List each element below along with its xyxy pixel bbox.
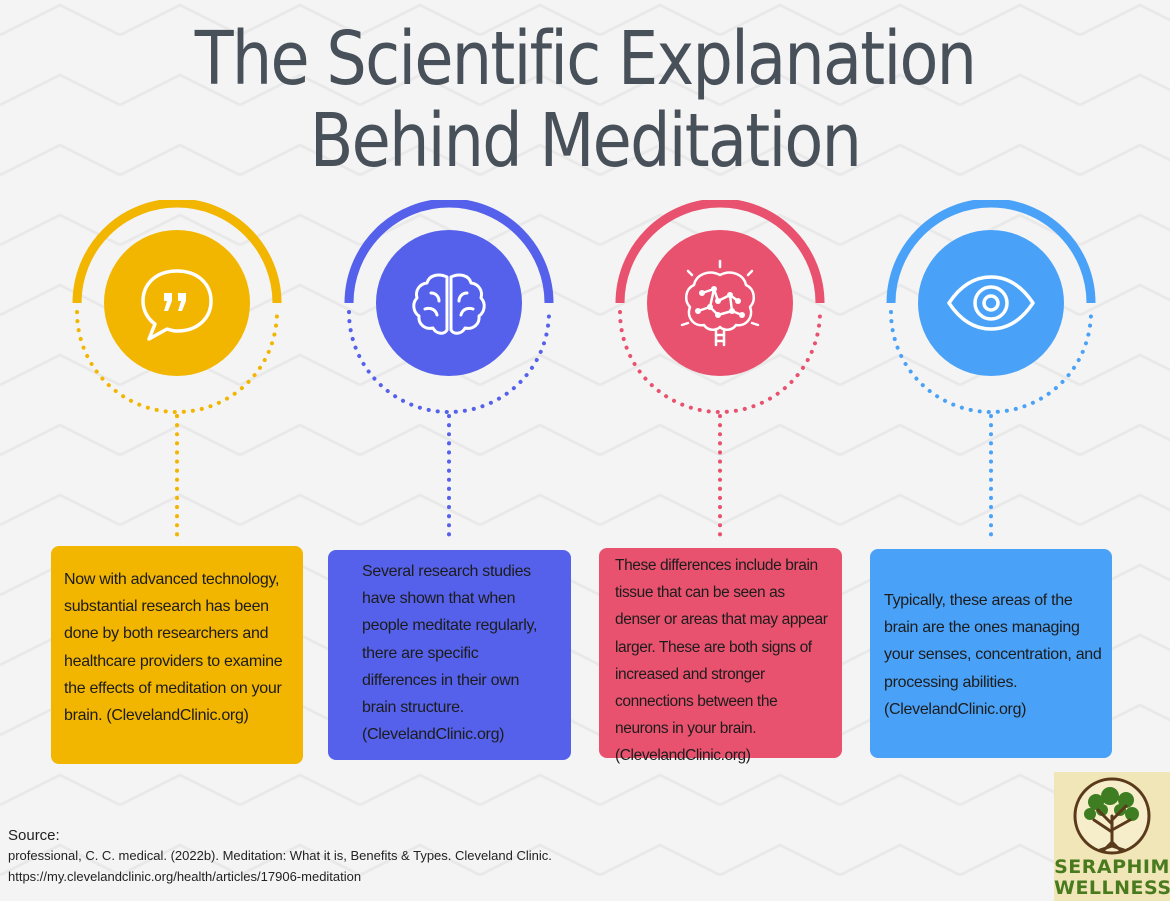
card-2-line: Several research studies (362, 563, 531, 580)
logo-line-1: SERAPHIM (1054, 856, 1170, 878)
card-4-line: Typically, these areas of the (884, 592, 1073, 609)
source-reference: professional, C. C. medical. (2022b). Me… (8, 848, 552, 863)
card-4-line: your senses, concentration, and (884, 646, 1102, 664)
source-url[interactable]: https://my.clevelandclinic.org/health/ar… (8, 869, 362, 884)
title-line-1: The Scientific Explanation (194, 16, 977, 102)
card-3-line: denser or areas that may appear (615, 611, 828, 629)
card-1-line: brain. (ClevelandClinic.org) (64, 707, 249, 725)
source-citation: Source: professional, C. C. medical. (20… (8, 827, 552, 887)
card-2-line: differences in their own (362, 671, 520, 689)
step-1-ring (72, 200, 282, 420)
step-2 (344, 200, 554, 760)
card-2-line: there are specific (362, 644, 479, 662)
card-3-line: tissue that can be seen as (615, 584, 785, 602)
logo-line-2: WELLNESS (1054, 877, 1170, 899)
card-4-line: brain are the ones managing (884, 619, 1080, 637)
card-2-line: (ClevelandClinic.org) (362, 726, 505, 744)
card-3-line: increased and stronger (615, 665, 765, 683)
step-3 (615, 200, 825, 760)
card-1-line: substantial research has been (64, 598, 269, 616)
card-3-line: These differences include brain (615, 557, 818, 574)
card-3-line: connections between the (615, 693, 778, 711)
title-line-2: Behind Meditation (309, 98, 862, 184)
card-1-line: done by both researchers and (64, 625, 269, 643)
card-2-text: Several research studies have shown that… (328, 550, 571, 760)
card-4-line: (ClevelandClinic.org) (884, 700, 1027, 718)
brain-icon (412, 273, 486, 335)
card-1-line: healthcare providers to examine (64, 652, 283, 670)
card-4-text: Typically, these areas of the brain are … (870, 549, 1112, 758)
step-4 (886, 200, 1096, 760)
card-1-line: Now with advanced technology, (64, 571, 280, 588)
quote-bubble-icon (141, 269, 213, 341)
page-title: The Scientific Explanation Behind Medita… (82, 18, 1088, 182)
step-2-connector (447, 414, 451, 542)
card-3-text: These differences include brain tissue t… (599, 548, 842, 764)
tree-icon (1073, 777, 1151, 855)
step-3-connector (718, 414, 722, 542)
card-3-line: larger. These are both signs of (615, 638, 812, 656)
step-2-ring (344, 200, 554, 414)
step-1-connector (175, 414, 179, 542)
source-label: Source: (8, 827, 60, 844)
card-2-line: have shown that when (362, 590, 516, 608)
card-1-text: Now with advanced technology, substantia… (51, 546, 303, 764)
card-2-line: people meditate regularly, (362, 617, 538, 635)
step-4-connector (989, 414, 993, 542)
card-3-line: neurons in your brain. (615, 720, 757, 738)
step-4-ring (886, 200, 1096, 414)
step-1 (72, 200, 282, 760)
card-3-line: (ClevelandClinic.org) (615, 747, 751, 765)
brain-network-icon (680, 259, 760, 347)
card-2-line: brain structure. (362, 699, 464, 717)
seraphim-wellness-logo: SERAPHIM WELLNESS (1054, 772, 1170, 901)
card-4-line: processing abilities. (884, 673, 1018, 691)
eye-icon (947, 275, 1035, 331)
card-1-line: the effects of meditation on your (64, 679, 282, 697)
